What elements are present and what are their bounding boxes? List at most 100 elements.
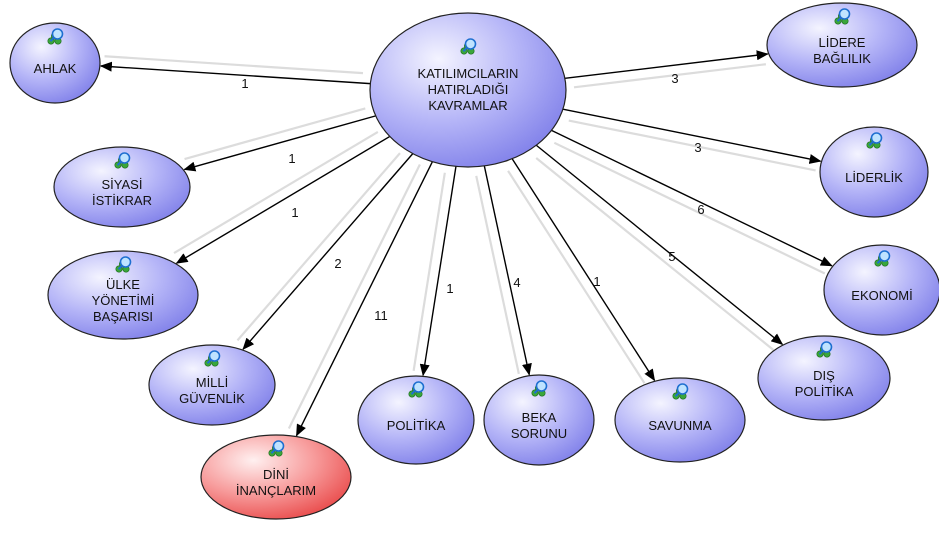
node-label-line: POLİTİKA bbox=[387, 418, 446, 433]
node-ellipse bbox=[369, 12, 567, 168]
edge-weight-label: 5 bbox=[668, 249, 675, 264]
edge-shadow-dini-inanclarim bbox=[287, 163, 421, 429]
edge-arrow-politika bbox=[419, 166, 457, 377]
node-ellipse bbox=[614, 377, 746, 463]
edge-weight-label: 1 bbox=[446, 281, 453, 296]
node-label-line: BAŞARISI bbox=[93, 309, 153, 324]
node-label-line: EKONOMİ bbox=[851, 288, 912, 303]
node-label-line: DIŞ bbox=[813, 368, 835, 383]
edge-weight-label: 3 bbox=[671, 71, 678, 86]
edge-politika: 1 bbox=[412, 166, 457, 377]
edge-weight-label: 3 bbox=[694, 140, 701, 155]
edge-shadow-ulke-yonetimi-basarisi bbox=[173, 130, 379, 254]
node-ellipse bbox=[9, 22, 101, 104]
node-ellipse bbox=[148, 344, 276, 426]
edge-weight-label: 6 bbox=[697, 202, 704, 217]
edge-shadow-milli-guvenlik bbox=[236, 152, 401, 342]
node-ellipse bbox=[47, 250, 199, 340]
node-ellipse bbox=[483, 374, 595, 466]
node-label-line: SAVUNMA bbox=[648, 418, 712, 433]
edge-arrow-liderlik bbox=[562, 108, 822, 164]
edge-shadow-dis-politika bbox=[535, 157, 775, 352]
node-label-line: YÖNETİMİ bbox=[92, 293, 155, 308]
edge-ahlak: 1 bbox=[99, 55, 371, 91]
node-label-line: MİLLİ bbox=[196, 375, 229, 390]
concept-node-liderlik[interactable]: LİDERLİK bbox=[819, 126, 929, 218]
edge-beka-sorunu: 4 bbox=[475, 165, 532, 376]
edge-dis-politika: 5 bbox=[535, 144, 784, 352]
edge-liderlik: 3 bbox=[562, 108, 822, 172]
edge-weight-label: 11 bbox=[374, 308, 388, 323]
edge-shadow-liderlik bbox=[568, 119, 816, 172]
node-ellipse bbox=[53, 146, 191, 228]
concept-node-politika[interactable]: POLİTİKA bbox=[357, 375, 475, 465]
concept-node-ekonomi[interactable]: EKONOMİ bbox=[823, 244, 939, 336]
node-label-line: ÜLKE bbox=[106, 277, 140, 292]
edge-arrow-dini-inanclarim bbox=[295, 161, 434, 437]
node-label-line: GÜVENLİK bbox=[179, 391, 245, 406]
node-label-line: KATILIMCILARIN bbox=[418, 66, 519, 81]
edge-arrow-lidere-baglilik bbox=[564, 50, 769, 80]
node-ellipse bbox=[757, 335, 891, 421]
edge-shadow-lidere-baglilik bbox=[573, 63, 767, 89]
node-label-line: AHLAK bbox=[34, 61, 77, 76]
edge-lidere-baglilik: 3 bbox=[564, 50, 769, 89]
edge-weight-label: 1 bbox=[291, 205, 298, 220]
node-label-line: LİDERLİK bbox=[845, 170, 903, 185]
edge-arrow-dis-politika bbox=[535, 144, 784, 345]
edge-shadow-savunma bbox=[507, 170, 646, 384]
node-label-line: LİDERE bbox=[819, 35, 866, 50]
node-ellipse bbox=[766, 2, 918, 88]
edge-shadow-politika bbox=[412, 172, 446, 371]
edge-milli-guvenlik: 2 bbox=[236, 152, 414, 350]
edge-siyasi-istikrar: 1 bbox=[183, 107, 376, 172]
edge-ulke-yonetimi-basarisi: 1 bbox=[173, 130, 391, 264]
node-ellipse bbox=[819, 126, 929, 218]
edge-arrow-beka-sorunu bbox=[483, 165, 532, 376]
edge-weight-label: 2 bbox=[334, 256, 341, 271]
node-label-line: İNANÇLARIM bbox=[236, 483, 316, 498]
edge-arrow-milli-guvenlik bbox=[242, 153, 414, 350]
edge-ekonomi: 6 bbox=[551, 129, 833, 275]
edge-shadow-beka-sorunu bbox=[475, 175, 520, 375]
edge-weight-label: 1 bbox=[241, 76, 248, 91]
edge-shadow-siyasi-istikrar bbox=[184, 107, 366, 161]
node-ellipse bbox=[357, 375, 475, 465]
node-label-line: İSTİKRAR bbox=[92, 193, 152, 208]
edge-arrow-ahlak bbox=[99, 61, 371, 85]
concept-node-ahlak[interactable]: AHLAK bbox=[9, 22, 101, 104]
edge-weight-label: 4 bbox=[513, 275, 520, 290]
edge-shadow-ahlak bbox=[104, 55, 364, 75]
edge-dini-inanclarim: 11 bbox=[287, 161, 434, 437]
edge-weight-label: 1 bbox=[288, 151, 295, 166]
edge-savunma: 1 bbox=[507, 158, 656, 384]
node-label-line: BEKA bbox=[522, 410, 557, 425]
node-label-line: SORUNU bbox=[511, 426, 567, 441]
node-ellipse bbox=[200, 434, 352, 520]
concept-node-savunma[interactable]: SAVUNMA bbox=[614, 377, 746, 463]
node-ellipse bbox=[823, 244, 939, 336]
edge-arrow-siyasi-istikrar bbox=[183, 115, 376, 172]
edge-shadow-ekonomi bbox=[553, 141, 826, 275]
node-label-line: HATIRLADIĞI bbox=[428, 82, 509, 97]
edge-weight-label: 1 bbox=[593, 274, 600, 289]
node-label-line: BAĞLILIK bbox=[813, 51, 871, 66]
node-label-line: KAVRAMLAR bbox=[428, 98, 507, 113]
edge-arrow-ekonomi bbox=[551, 129, 833, 267]
node-label-line: SİYASİ bbox=[102, 177, 143, 192]
edge-arrow-ulke-yonetimi-basarisi bbox=[175, 135, 391, 264]
node-label-line: POLİTİKA bbox=[795, 384, 854, 399]
node-label-line: DİNİ bbox=[263, 467, 289, 482]
edge-arrow-savunma bbox=[511, 158, 656, 382]
